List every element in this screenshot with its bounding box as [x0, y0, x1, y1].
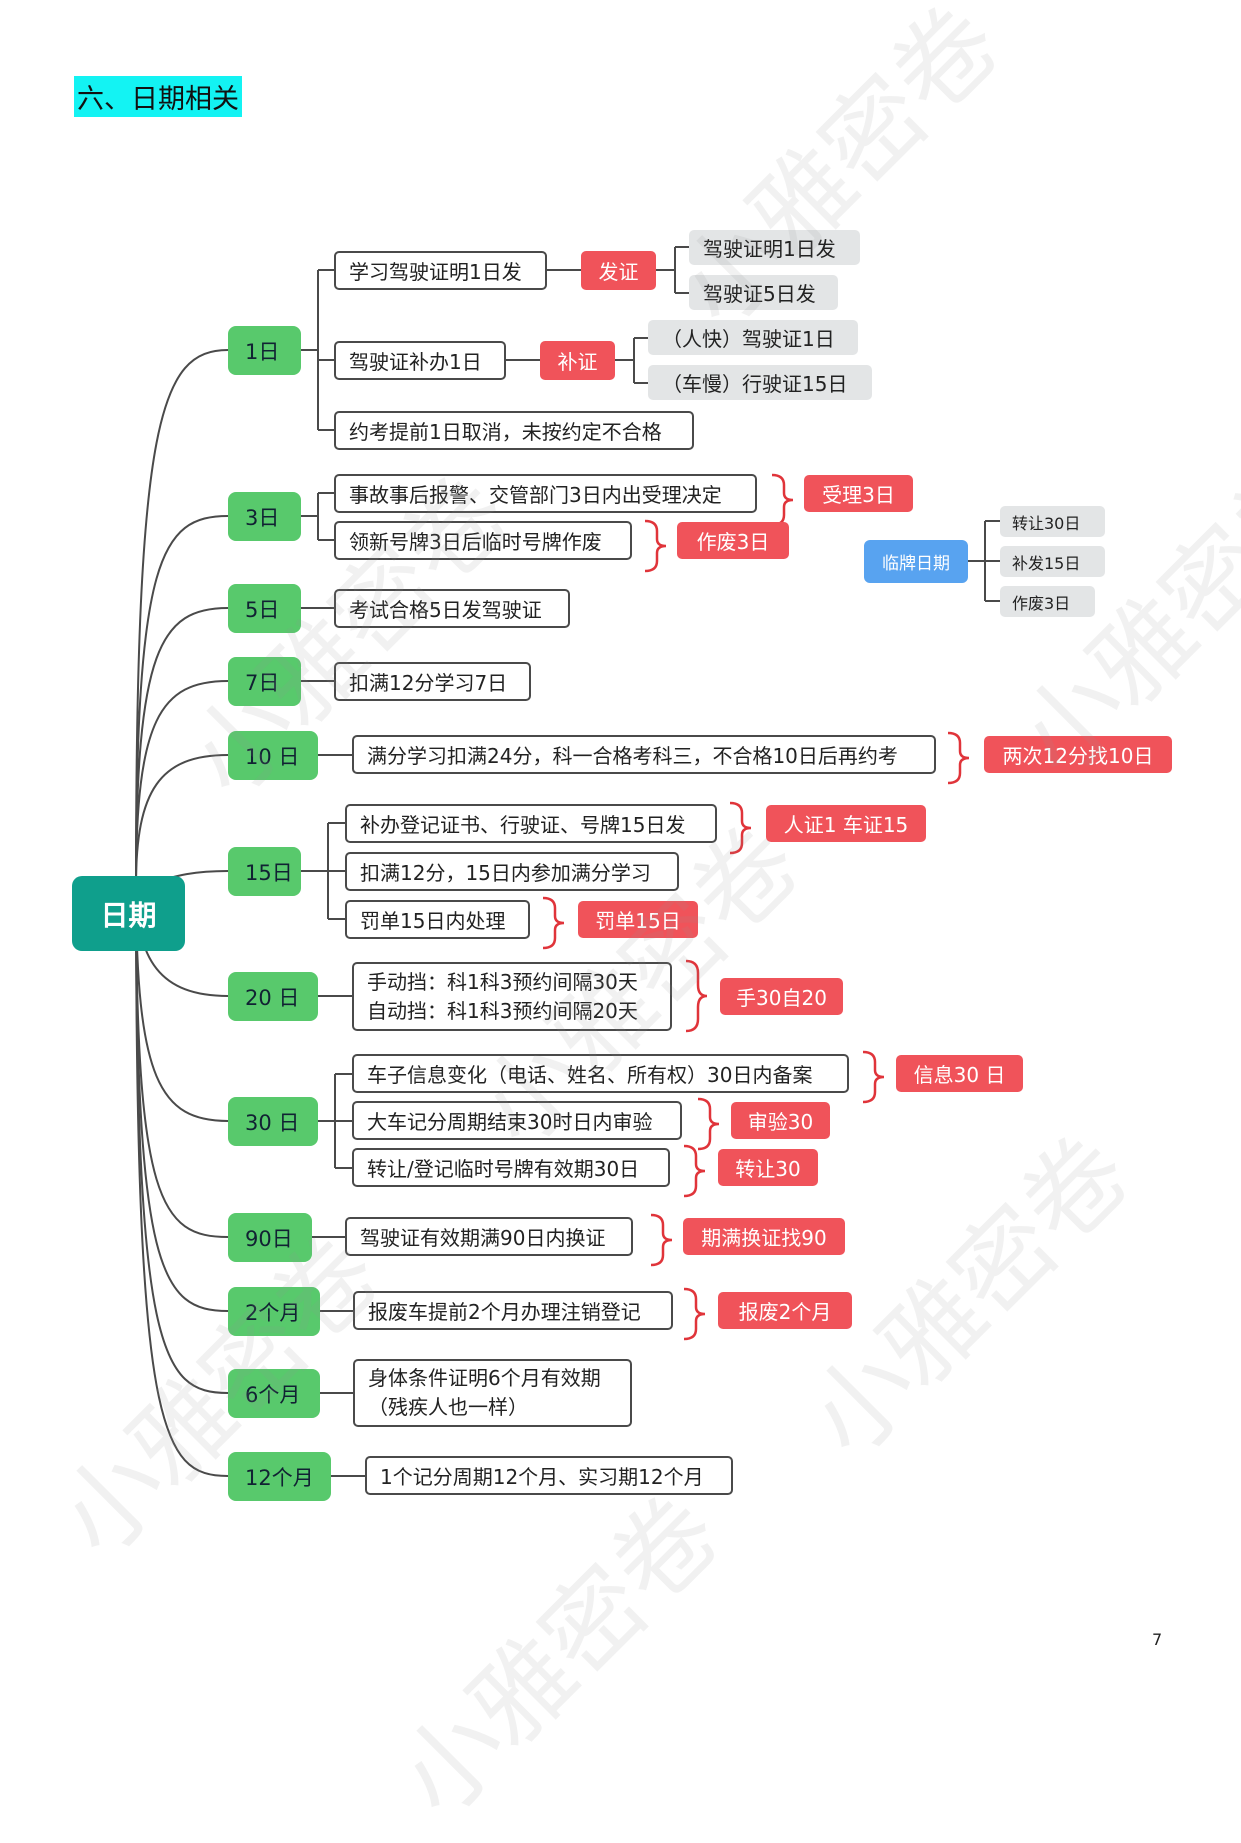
tag-accept-3-day: 受理3日 [804, 475, 913, 512]
tag-info-30-day: 信息30 日 [896, 1055, 1023, 1092]
auto-gear-line: 自动挡：科1科3预约间隔20天 [367, 998, 638, 1023]
item-full-score-15-day: 扣满12分，15日内参加满分学习 [345, 852, 679, 891]
category-12-month: 12个月 [228, 1452, 331, 1501]
tag-void-3-day: 作废3日 [677, 522, 789, 559]
category-20-day: 20 日 [228, 972, 318, 1021]
tag-fine-15-day: 罚单15日 [578, 901, 698, 938]
tag-issue-license: 发证 [581, 251, 656, 290]
item-gear-intervals: 手动挡：科1科3预约间隔30天 自动挡：科1科3预约间隔20天 [352, 962, 672, 1031]
tag-reissue-license: 补证 [540, 341, 615, 380]
tag-inspection-30: 审验30 [731, 1102, 830, 1139]
category-15-day: 15日 [228, 847, 301, 896]
category-5-day: 5日 [228, 584, 301, 633]
category-90-day: 90日 [228, 1213, 312, 1262]
red-braces [542, 473, 970, 1341]
health-cert-line-1: 身体条件证明6个月有效期 [368, 1366, 601, 1390]
section-title: 六、日期相关 [74, 76, 242, 117]
item-truck-inspection: 大车记分周期结束30时日内审验 [352, 1101, 682, 1140]
tag-renewal-90: 期满换证找90 [683, 1218, 845, 1255]
category-3-day: 3日 [228, 492, 301, 541]
tag-twice-12-points: 两次12分找10日 [984, 736, 1172, 773]
category-30-day: 30 日 [228, 1097, 318, 1146]
item-vehicle-info-change: 车子信息变化（电话、姓名、所有权）30日内备案 [352, 1054, 849, 1093]
page-number: 7 [1152, 1630, 1163, 1649]
item-scrap-cancellation: 报废车提前2个月办理注销登记 [353, 1291, 673, 1330]
tag-transfer-30: 转让30 [718, 1149, 818, 1186]
temp-plate-void: 作废3日 [1000, 586, 1095, 617]
category-2-month: 2个月 [228, 1287, 320, 1336]
item-license-after-exam: 考试合格5日发驾驶证 [334, 589, 570, 628]
item-exam-cancel: 约考提前1日取消，未按约定不合格 [334, 411, 694, 450]
category-6-month: 6个月 [228, 1369, 320, 1418]
item-temp-plate-void: 领新号牌3日后临时号牌作废 [334, 521, 632, 560]
root-node: 日期 [72, 876, 185, 951]
category-10-day: 10 日 [228, 731, 318, 780]
item-license-reissue: 驾驶证补办1日 [334, 341, 506, 380]
sub-vehicle-slow: （车慢）行驶证15日 [648, 365, 872, 400]
category-1-day: 1日 [228, 326, 301, 375]
item-accident-report: 事故事后报警、交管部门3日内出受理决定 [334, 474, 757, 513]
item-fine-ticket: 罚单15日内处理 [345, 900, 530, 939]
sub-license-5-day: 驾驶证5日发 [689, 275, 838, 310]
temp-plate-reissue: 补发15日 [1000, 546, 1105, 577]
tag-manual-30-auto-20: 手30自20 [720, 978, 843, 1015]
temp-plate-transfer: 转让30日 [1000, 506, 1105, 537]
health-cert-line-2: （残疾人也一样） [368, 1395, 528, 1419]
item-health-certificate: 身体条件证明6个月有效期 （残疾人也一样） [353, 1359, 632, 1427]
manual-gear-line: 手动挡：科1科3预约间隔30天 [367, 969, 638, 994]
tag-person-vehicle: 人证1 车证15 [766, 805, 926, 842]
category-7-day: 7日 [228, 657, 301, 706]
item-reissue-certificates: 补办登记证书、行驶证、号牌15日发 [345, 804, 717, 843]
item-study-proof: 学习驾驶证明1日发 [334, 251, 547, 290]
item-license-renewal: 驾驶证有效期满90日内换证 [345, 1217, 633, 1256]
sub-proof-1-day: 驾驶证明1日发 [689, 230, 860, 265]
temp-plate-node: 临牌日期 [864, 540, 968, 583]
item-full-score-study: 满分学习扣满24分，科一合格考科三，不合格10日后再约考 [352, 735, 936, 774]
tag-scrap-2-month: 报废2个月 [718, 1292, 852, 1329]
item-temp-plate-validity: 转让/登记临时号牌有效期30日 [352, 1148, 670, 1187]
item-scoring-period: 1个记分周期12个月、实习期12个月 [365, 1456, 733, 1495]
item-study-7-day: 扣满12分学习7日 [334, 662, 531, 701]
sub-person-fast: （人快）驾驶证1日 [648, 320, 858, 355]
